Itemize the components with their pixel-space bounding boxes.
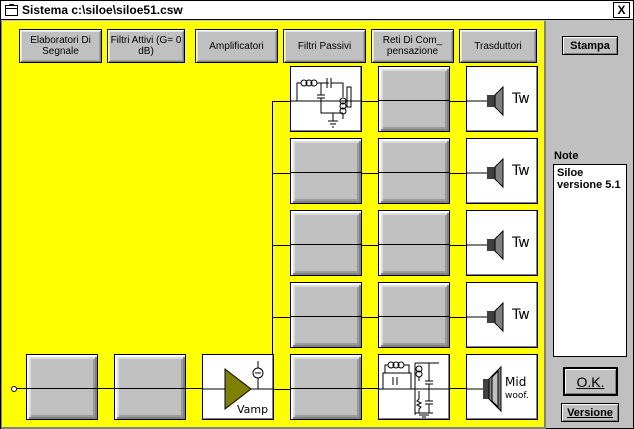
tweeter-label: Tw xyxy=(512,163,530,179)
wire-r4b xyxy=(450,317,468,318)
tweeter-icon xyxy=(467,229,504,261)
close-button[interactable]: X xyxy=(613,2,630,18)
midwoofer-slot[interactable]: Mid woof. xyxy=(466,354,538,420)
passive-filter-slot-5[interactable] xyxy=(290,354,362,420)
wire-r5b xyxy=(450,388,468,389)
title-bar: Sistema c:\siloe\siloe51.csw X xyxy=(1,1,633,20)
compensation-slot-1[interactable] xyxy=(378,66,450,132)
bus-tap-1 xyxy=(272,101,290,102)
bus-tap-2 xyxy=(272,173,290,174)
signal-processor-slot[interactable] xyxy=(26,354,98,420)
wire-r1b xyxy=(450,101,468,102)
wire-a xyxy=(98,388,116,389)
compensation-slot-5[interactable] xyxy=(378,354,450,420)
lc-filter-icon xyxy=(291,78,361,128)
notes-textarea[interactable]: Siloe versione 5.1 xyxy=(553,164,627,357)
tweeter-label: Tw xyxy=(512,235,530,251)
compensation-slot-3[interactable] xyxy=(378,210,450,276)
compensation-slot-4[interactable] xyxy=(378,282,450,348)
amplifier-slot[interactable]: Vamp xyxy=(202,354,274,420)
tweeter-icon xyxy=(467,157,504,189)
tweeter-label: Tw xyxy=(512,307,530,323)
versione-button[interactable]: Versione xyxy=(561,403,619,422)
midwoofer-icon xyxy=(467,365,502,413)
input-wire xyxy=(17,388,29,389)
active-filter-slot[interactable] xyxy=(114,354,186,420)
wire-r2a xyxy=(362,173,380,174)
bus-wire-bottom xyxy=(272,389,292,390)
note-label: Note xyxy=(554,150,579,162)
window-menu-icon[interactable] xyxy=(5,4,18,16)
woof-label: woof. xyxy=(505,391,529,401)
tweeter-slot-2[interactable]: Tw xyxy=(466,138,538,204)
ok-button-label: O.K. xyxy=(576,373,605,390)
compensation-slot-2[interactable] xyxy=(378,138,450,204)
system-canvas: Elaboratori Di Segnale Filtri Attivi (G=… xyxy=(1,21,546,429)
wire-r5a xyxy=(362,388,380,389)
stampa-button[interactable]: Stampa xyxy=(562,36,618,55)
filtri-passivi-button[interactable]: Filtri Passivi xyxy=(283,29,366,63)
tweeter-icon xyxy=(467,301,504,333)
wire-r3a xyxy=(362,245,380,246)
passive-filter-slot-1[interactable] xyxy=(290,66,362,132)
filtri-attivi-button[interactable]: Filtri Attivi (G= 0 dB) xyxy=(107,29,185,63)
amplifier-icon xyxy=(203,361,273,411)
wire-r2b xyxy=(450,173,468,174)
tweeter-label: Tw xyxy=(512,91,530,107)
window-title: Sistema c:\siloe\siloe51.csw xyxy=(22,3,183,17)
tweeter-icon xyxy=(467,85,504,117)
tweeter-slot-4[interactable]: Tw xyxy=(466,282,538,348)
trasduttori-button[interactable]: Trasduttori xyxy=(459,29,537,63)
passive-filter-slot-2[interactable] xyxy=(290,138,362,204)
wire-r1a xyxy=(362,101,380,102)
reti-compensazione-button[interactable]: Reti Di Com_ pensazione xyxy=(371,29,454,63)
wire-b xyxy=(186,388,204,389)
wire-r4a xyxy=(362,317,380,318)
wire-r3b xyxy=(450,245,468,246)
passive-filter-slot-4[interactable] xyxy=(290,282,362,348)
input-terminal-icon xyxy=(11,386,17,392)
compensation-network-icon xyxy=(379,361,449,418)
mid-label: Mid xyxy=(505,375,527,389)
bus-tap-3 xyxy=(272,245,290,246)
tweeter-slot-3[interactable]: Tw xyxy=(466,210,538,276)
elaboratori-button[interactable]: Elaboratori Di Segnale xyxy=(19,29,102,63)
ok-button[interactable]: O.K. xyxy=(563,367,618,396)
bus-tap-4 xyxy=(272,317,290,318)
passive-filter-slot-3[interactable] xyxy=(290,210,362,276)
tweeter-slot-1[interactable]: Tw xyxy=(466,66,538,132)
amp-label: Vamp xyxy=(237,403,269,416)
amplificatori-button[interactable]: Amplificatori xyxy=(195,29,278,63)
